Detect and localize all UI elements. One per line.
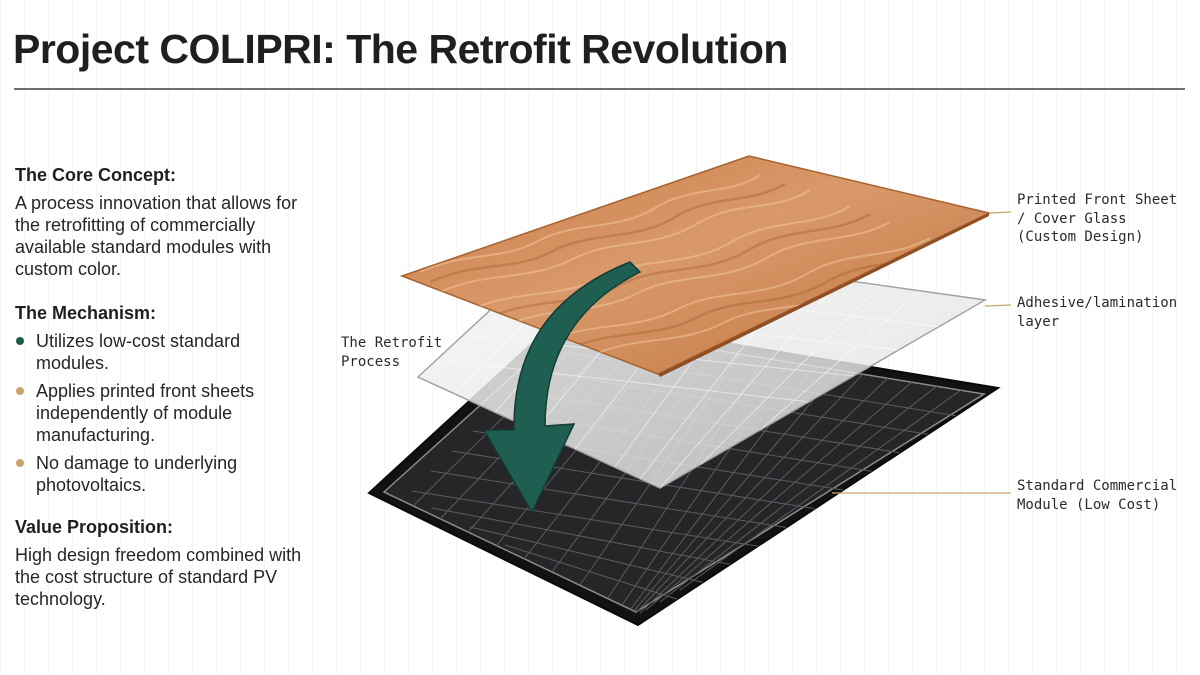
mechanism-heading: The Mechanism: (15, 303, 157, 323)
mechanism-list: Utilizes low-cost standard modules. Appl… (15, 330, 315, 496)
leader-lines (832, 211, 1012, 494)
adhesive-layer-label: Adhesive/lamination layer (1017, 295, 1178, 330)
standard-module-label: Standard Commercial Module (Low Cost) (1017, 478, 1178, 513)
mechanism-item-text: Applies printed front sheets independent… (36, 381, 255, 445)
front-sheet-label: Printed Front Sheet / Cover Glass (Custo… (1017, 192, 1178, 245)
bullet-dot-icon (16, 459, 24, 467)
bullet-dot-icon (16, 337, 24, 345)
mechanism-item: No damage to underlying photovoltaics. (15, 452, 315, 496)
title-divider (14, 88, 1185, 90)
mechanism-item: Applies printed front sheets independent… (15, 380, 315, 446)
core-concept-heading: The Core Concept: (15, 165, 177, 185)
page-title: Project COLIPRI: The Retrofit Revolution (13, 26, 788, 72)
value-proposition-heading: Value Proposition: (15, 517, 174, 537)
mechanism-item-text: Utilizes low-cost standard modules. (36, 331, 241, 373)
retrofit-process-arrow (482, 261, 642, 514)
mechanism-item: Utilizes low-cost standard modules. (15, 330, 315, 374)
bullet-dot-icon (16, 387, 24, 395)
value-proposition-text: High design freedom combined with the co… (15, 545, 302, 609)
core-concept-text: A process innovation that allows for the… (15, 193, 298, 279)
info-panel: The Core Concept: A process innovation t… (15, 164, 315, 632)
mechanism-item-text: No damage to underlying photovoltaics. (36, 453, 238, 495)
retrofit-process-label: The Retrofit Process (341, 335, 443, 370)
